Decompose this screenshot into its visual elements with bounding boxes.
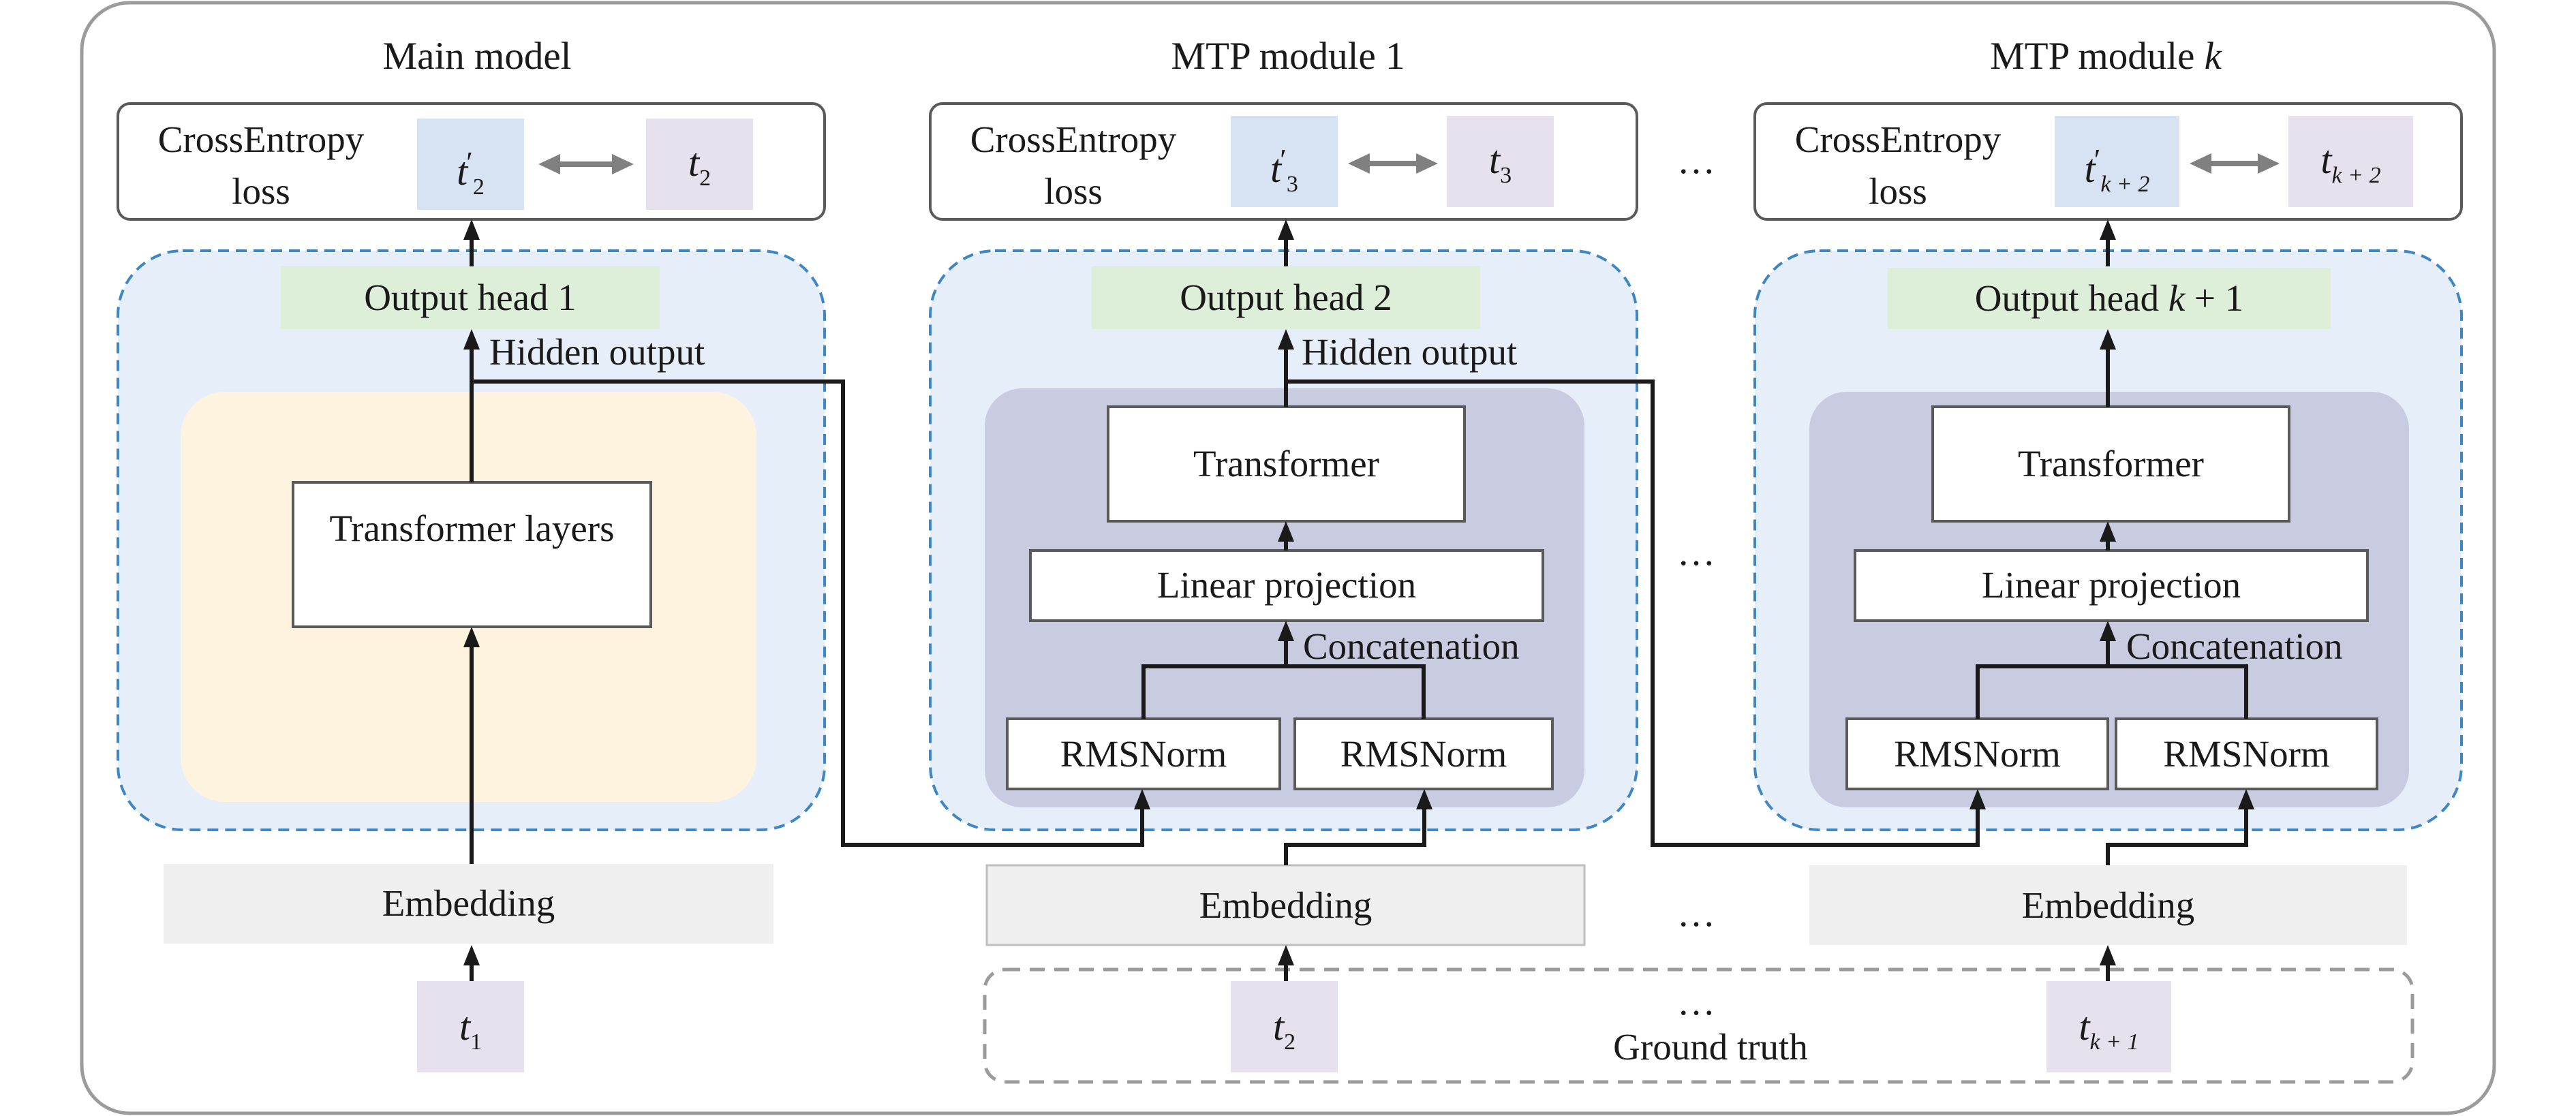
mtp1-output-head-label: Output head 2 [1180,277,1392,318]
mtp1-rmsnorm-left-label: RMSNorm [1060,733,1227,775]
main-transformer-layers-label: Transformer layers [329,508,615,549]
mtpk-transformer-label: Transformer [2018,443,2204,484]
mtp1-input-token-box [1231,981,1338,1072]
mtpk-input-token: tk + 1 [2079,1004,2139,1055]
arrowhead [2100,521,2116,542]
arrowhead [1134,789,1150,809]
mtpk-output-head-label: Output head k + 1 [1974,277,2244,319]
arrowhead [2238,789,2254,809]
arrowhead [2100,329,2116,350]
mtpk-linear-projection-box [1854,549,2369,622]
mtp1-rmsnorm-right-label: RMSNorm [1340,733,1507,775]
mtpk-pred-token-box [2055,116,2179,207]
arrowhead [463,329,480,350]
arrowhead [463,945,480,965]
mtp1-target-token-box [1447,116,1554,207]
mtp1-input-token: t2 [1272,1004,1296,1055]
arrowhead [1278,219,1294,240]
ground-truth-label: Ground truth [1613,1026,1808,1068]
main-embedding-label: Embedding [382,882,555,924]
arrowhead [2100,219,2116,240]
mtp1-concat-tree [1141,664,1426,719]
main-hidden-output-route [472,379,1144,847]
main-loss-label: CrossEntropy loss [157,119,365,212]
arrowhead [2100,945,2116,965]
arrowhead [612,154,634,174]
arrowhead [463,219,480,240]
mtpk-transformer-box [1931,405,2290,523]
mtp1-loss-label: CrossEntropy loss [970,119,1177,212]
arrowhead [1416,789,1432,809]
mtpk-embedding-route [2106,801,2248,865]
mtp1-embedding-label: Embedding [1199,884,1373,926]
main-target-token: t2 [688,140,711,191]
mtp1-concatenation-label: Concatenation [1303,625,1520,667]
arrowhead [1278,521,1294,542]
main-pred-token-box [417,119,524,210]
main-input-token-box [417,981,524,1072]
mtpk-rmsnorm-left-label: RMSNorm [1894,733,2061,775]
mtp1-pred-token-box [1231,116,1338,207]
mtpk-title-var: k [2204,35,2222,78]
mtpk-rmsnorm-right-label: RMSNorm [2163,733,2330,775]
ground-truth-box [983,967,2414,1084]
mtp1-target-token: t3 [1488,138,1512,189]
mtp1-embedding-box [985,864,1586,946]
mtp1-linear-projection-label: Linear projection [1156,564,1417,606]
arrowhead [1969,789,1986,809]
mtp1-pred-token: t′3 [1270,143,1298,197]
mtpk-rmsnorm-right-box [2115,717,2378,790]
arrowhead [2190,153,2211,174]
mtp1-transformer-label: Transformer [1193,443,1379,484]
arrowhead [1278,329,1294,350]
arrowhead [538,154,560,174]
ellipsis-middle: … [1677,531,1717,574]
mtpk-title-prefix: MTP module [1990,35,2195,78]
main-target-token-box [646,119,753,210]
mtpk-target-token: tk + 2 [2320,138,2381,189]
mtpk-target-token-box [2288,116,2413,207]
main-pred-token: t′2 [457,146,485,200]
mtp1-title: MTP module 1 [1171,35,1405,78]
arrowhead [2100,621,2116,641]
mtp1-hidden-output-label: Hidden output [1302,331,1518,373]
arrowhead [2258,153,2280,174]
arrowhead [1348,153,1370,174]
ellipsis-top: … [1677,140,1717,182]
mtpk-output-head-box [1888,268,2331,329]
mtpk-linear-projection-label: Linear projection [1981,564,2241,606]
mtp1-rmsnorm-left-box [1006,717,1281,790]
main-hidden-output-label: Hidden output [489,331,705,373]
mtp1-hidden-output-route [1286,379,1980,847]
mtpk-loss-label: CrossEntropy loss [1794,119,2002,212]
mtp1-embedding-route [1284,801,1426,865]
main-input-token: t1 [459,1004,482,1055]
mtp1-output-head-box [1092,266,1480,329]
ellipsis-embedding: … [1677,893,1717,935]
main-model-title: Main model [382,35,572,78]
mtpk-pred-token: t′k + 2 [2084,143,2150,197]
arrowhead [1278,621,1294,641]
mtpk-concat-tree [1976,664,2248,719]
arrowhead [1416,153,1438,174]
mtp1-transformer-box [1107,405,1466,523]
arrowhead [1278,945,1294,965]
mtpk-embedding-label: Embedding [2021,884,2195,926]
mtp1-rmsnorm-right-box [1293,717,1554,790]
mtp1-linear-projection-box [1029,549,1544,622]
mtpk-title: MTP module k [1949,35,2263,78]
arrowhead [463,627,480,647]
ellipsis-ground-truth: … [1677,981,1717,1023]
main-output-head-box [281,266,660,329]
main-output-head-label: Output head 1 [364,277,577,318]
main-embedding-box [164,864,773,944]
mtpk-concatenation-label: Concatenation [2126,625,2343,667]
mtpk-input-token-box [2046,981,2171,1072]
mtpk-embedding-box [1809,865,2407,945]
